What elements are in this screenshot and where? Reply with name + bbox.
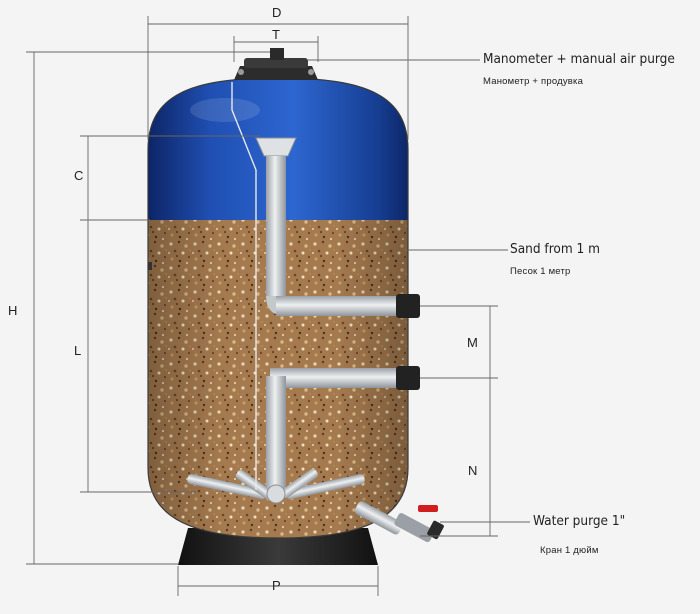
- dim-label-t: T: [272, 27, 280, 42]
- manometer-label-ru: Манометр + продувка: [483, 76, 584, 87]
- internal-pipes: [187, 137, 444, 543]
- dim-label-l: L: [74, 343, 82, 358]
- laterals: [187, 468, 365, 504]
- sand-label-ru: Песок 1 метр: [510, 266, 571, 277]
- dim-label-c: C: [74, 168, 84, 183]
- purge-label-en: Water purge 1": [533, 513, 626, 529]
- dim-label-m: M: [467, 335, 478, 350]
- drain-valve: [354, 501, 444, 543]
- lid: [234, 66, 318, 80]
- callout-leaders: [308, 59, 530, 523]
- sand-label-en: Sand from 1 m: [510, 241, 600, 257]
- dim-label-p: P: [272, 578, 281, 593]
- purge-label-ru: Кран 1 дюйм: [540, 545, 599, 556]
- tank-base: [178, 528, 378, 565]
- dim-label-n: N: [468, 463, 478, 478]
- manometer-label-en: Manometer + manual air purge: [483, 51, 675, 67]
- dim-label-d: D: [272, 5, 282, 20]
- dim-label-h: H: [8, 303, 18, 318]
- dimension-lines: [26, 16, 498, 596]
